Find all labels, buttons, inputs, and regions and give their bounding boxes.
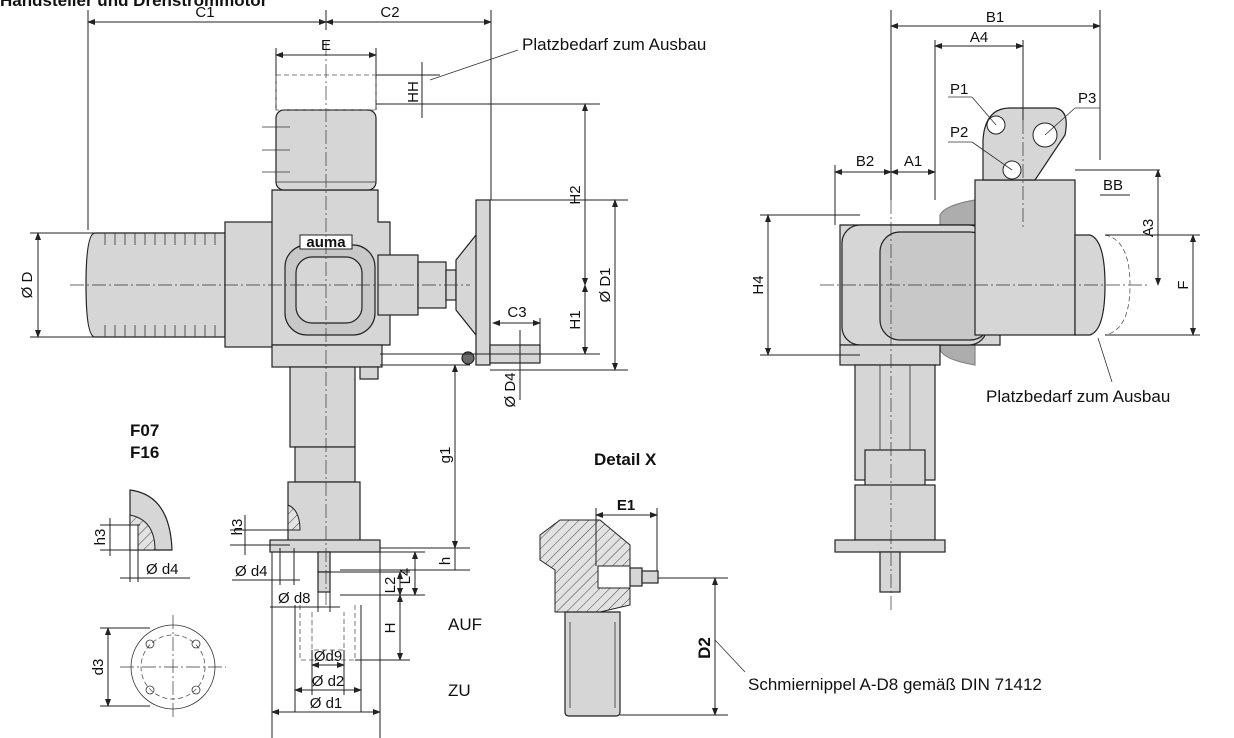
label-h2: H2 xyxy=(567,185,584,204)
label-c2: C2 xyxy=(380,4,399,21)
flange-detail-f07-f16: F07 F16 h3 Ø d4 d3 xyxy=(90,421,226,718)
dim-side: B1 A4 P1 P3 P2 B2 A1 BB A3 F H4 Platzbed… xyxy=(750,9,1200,406)
label-d4-main: Ø D4 xyxy=(502,372,519,407)
label-h1: H1 xyxy=(567,310,584,329)
label-g1: g1 xyxy=(437,447,454,464)
dim-shaft-diameters: Ø d8 Ød9 Ø d2 Ø d1 xyxy=(270,552,381,738)
dim-h1-h2-d1: H2 H1 Ø D1 xyxy=(380,103,628,371)
label-f07: F07 xyxy=(130,421,159,440)
label-detail: Detail X xyxy=(594,450,657,469)
label-dd1: Ø d1 xyxy=(310,695,343,712)
dim-c1-c2: C1 C2 xyxy=(87,4,492,230)
label-d3: d3 xyxy=(90,659,107,676)
label-zu: ZU xyxy=(448,681,471,700)
actuator-side-view xyxy=(834,107,1106,593)
label-a1: A1 xyxy=(904,153,922,170)
label-hh: HH xyxy=(405,81,422,103)
label-p2: P2 xyxy=(950,124,968,141)
label-p1: P1 xyxy=(950,81,968,98)
label-d: Ø D xyxy=(19,272,36,299)
label-e1: E1 xyxy=(617,497,635,514)
label-platz-top: Platzbedarf zum Ausbau xyxy=(522,35,706,54)
dim-mid-d4-h3: h3 Ø d4 xyxy=(229,515,300,585)
label-h-small: h xyxy=(437,557,454,565)
label-f16: F16 xyxy=(130,443,159,462)
label-bb: BB xyxy=(1103,177,1123,194)
label-p3: P3 xyxy=(1078,90,1096,107)
label-f: F xyxy=(1175,280,1192,289)
label-dd4-left: Ø d4 xyxy=(146,561,179,578)
dim-d: Ø D xyxy=(19,232,95,338)
dim-g1-h: g1 h xyxy=(340,364,470,571)
dim-hh: HH Platzbedarf zum Ausbau xyxy=(275,35,706,118)
label-c3: C3 xyxy=(507,304,526,321)
motor-fins xyxy=(85,232,226,338)
label-schmier: Schmiernippel A-D8 gemäß DIN 71412 xyxy=(748,675,1042,694)
dim-c3-d4: C3 Ø D4 xyxy=(492,304,541,408)
label-h4: H4 xyxy=(750,275,767,294)
label-d1: Ø D1 xyxy=(597,267,614,302)
label-h3-left: h3 xyxy=(92,529,109,546)
label-dd4-mid: Ø d4 xyxy=(235,563,268,580)
label-dd9: Ød9 xyxy=(314,648,342,665)
label-platz-right: Platzbedarf zum Ausbau xyxy=(986,387,1170,406)
label-a4: A4 xyxy=(970,29,988,46)
label-b1: B1 xyxy=(986,9,1004,26)
label-l2: L2 xyxy=(382,577,399,594)
label-h-big: H xyxy=(382,623,399,634)
label-auf: AUF xyxy=(448,615,482,634)
label-c1: C1 xyxy=(195,4,214,21)
dim-l4-l2-h: L4 L2 H xyxy=(330,551,425,661)
label-dd2: Ø d2 xyxy=(312,673,345,690)
label-d2: D2 xyxy=(695,637,714,659)
label-h3-mid: h3 xyxy=(229,519,246,536)
page-title: Handsteller und Drehstrommotor xyxy=(0,0,268,10)
label-a3: A3 xyxy=(1140,219,1157,237)
label-e: E xyxy=(321,37,331,54)
label-dd8: Ø d8 xyxy=(278,590,311,607)
label-b2: B2 xyxy=(856,153,874,170)
detail-x: Detail X E1 D2 Schmiernippel A-D8 gemäß … xyxy=(539,450,1042,717)
